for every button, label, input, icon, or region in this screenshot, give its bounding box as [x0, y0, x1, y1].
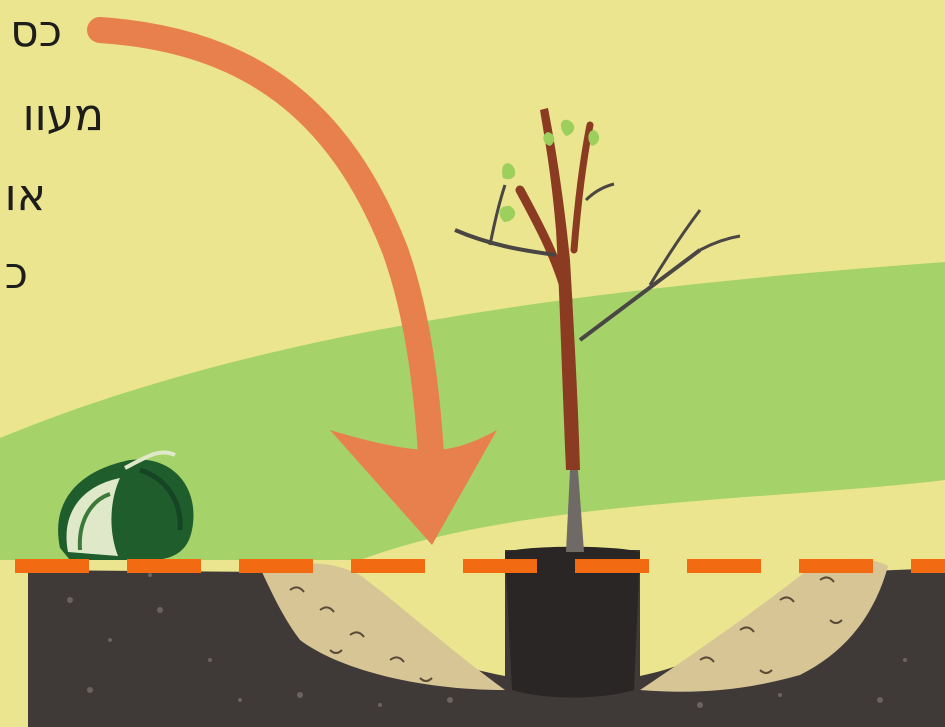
caption-line: או [0, 170, 46, 222]
caption-line: כס [0, 6, 62, 58]
caption-line: מעוו [0, 90, 104, 142]
caption-line: כ [0, 248, 28, 300]
